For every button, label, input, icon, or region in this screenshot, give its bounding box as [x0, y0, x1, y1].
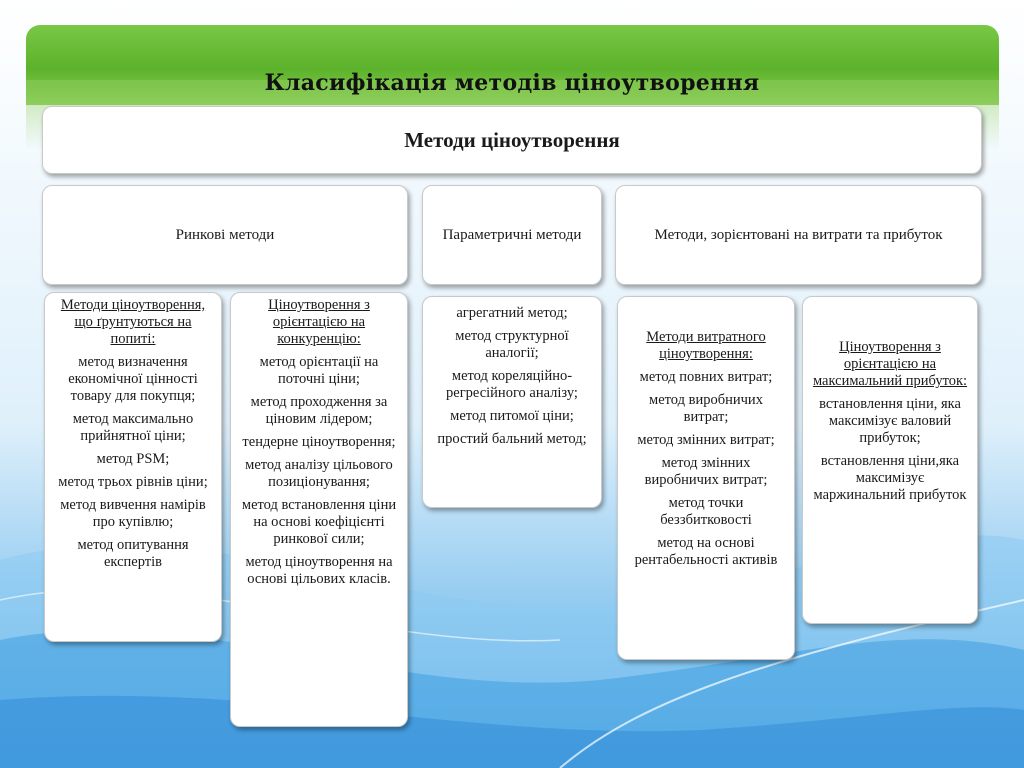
list-item: метод опитування експертів	[77, 537, 189, 570]
competition-based-methods-box: Ціноутворення з орієнтацією на конкуренц…	[230, 292, 408, 727]
list-item: метод визначення економічної цінності то…	[68, 354, 198, 404]
cost-based-methods-title: Методи витратного ціноутворення:	[646, 329, 766, 362]
list-item: метод аналізу цільового позиціонування;	[245, 457, 393, 490]
cost-based-methods-box: Методи витратного ціноутворення: метод п…	[617, 296, 795, 660]
max-profit-methods-box: Ціноутворення з орієнтацією на максималь…	[802, 296, 978, 624]
competition-based-methods-title: Ціноутворення з орієнтацією на конкуренц…	[268, 297, 370, 347]
list-item: метод кореляційно-регресійного аналізу;	[446, 368, 578, 401]
list-item: метод повних витрат;	[639, 369, 773, 385]
list-item: метод питомої ціни;	[450, 408, 574, 424]
list-item: агрегатний метод;	[456, 305, 568, 321]
list-item: метод проходження за ціновим лідером;	[250, 394, 388, 427]
parametric-methods-category: Параметричні методи	[422, 185, 602, 285]
list-item: метод точки беззбитковості	[660, 495, 752, 528]
list-item: метод структурної аналогії;	[455, 328, 569, 361]
list-item: встановлення ціни,яка максимізує маржина…	[813, 453, 967, 503]
list-item: метод виробничих витрат;	[649, 392, 763, 425]
market-methods-category: Ринкові методи	[42, 185, 408, 285]
pricing-methods-root: Методи ціноутворення	[42, 106, 982, 174]
list-item: метод PSM;	[96, 451, 170, 467]
list-item: простий бальний метод;	[437, 431, 587, 447]
list-item: метод на основі рентабельності активів	[634, 535, 778, 568]
list-item: метод змінних виробничих витрат;	[644, 455, 768, 488]
cost-profit-methods-category: Методи, зорієнтовані на витрати та прибу…	[615, 185, 982, 285]
slide-title: Класифікація методів ціноутворення	[264, 70, 760, 96]
demand-based-methods-title: Методи ціноутворення, що ґрунтуються на …	[60, 297, 206, 347]
list-item: метод вивчення намірів про купівлю;	[60, 497, 206, 530]
demand-based-methods-box: Методи ціноутворення, що ґрунтуються на …	[44, 292, 222, 642]
list-item: метод максимально прийнятної ціни;	[72, 411, 194, 444]
list-item: метод змінних витрат;	[637, 432, 775, 448]
list-item: тендерне ціноутворення;	[242, 434, 396, 450]
list-item: метод орієнтації на поточні ціни;	[259, 354, 379, 387]
max-profit-methods-title: Ціноутворення з орієнтацією на максималь…	[812, 339, 968, 389]
list-item: встановлення ціни, яка максимізує валови…	[819, 396, 961, 446]
list-item: метод встановлення ціни на основі коефіц…	[241, 497, 397, 547]
parametric-methods-box: агрегатний метод; метод структурної анал…	[422, 296, 602, 508]
list-item: метод трьох рівнів ціни;	[58, 474, 208, 490]
list-item: метод ціноутворення на основі цільових к…	[245, 554, 393, 587]
